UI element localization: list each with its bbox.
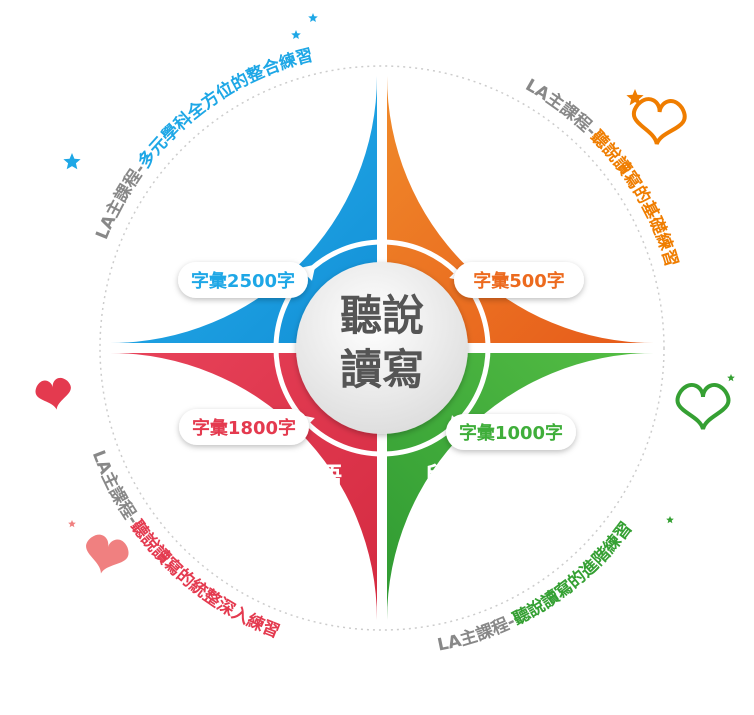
center-line2: 讀寫	[340, 345, 424, 394]
arc-caption-prefix: LA主課程-	[92, 160, 150, 242]
star-icon	[68, 520, 76, 528]
star-icon	[308, 13, 318, 22]
vocab-badge-top-left	[178, 262, 308, 298]
quadrant-level-bottom-right: 進階班	[419, 497, 533, 541]
heart-icon	[35, 377, 71, 410]
cycle-ring	[273, 239, 491, 457]
star-icon	[666, 516, 674, 524]
quadrant-code-bottom-right: Mover	[444, 548, 507, 567]
vocab-badge-top-right	[454, 262, 584, 298]
quadrant-code-top-right: Starter	[442, 220, 514, 239]
center-circle	[296, 262, 468, 434]
center-line1: 聽說	[340, 291, 424, 340]
arc-caption-text: 聽說讀寫的基礎練習	[586, 126, 681, 269]
outer-dotted-ring	[99, 65, 665, 631]
quadrant-code-top-left: PET / KET	[229, 220, 331, 239]
heart-icon	[631, 97, 687, 145]
vocab-badge-text-top-right: 字彙500字	[473, 270, 565, 292]
vocab-badge-bottom-left	[179, 409, 309, 445]
quadrant-level-top-left: 超級班	[223, 165, 337, 209]
arc-caption-prefix: LA主課程-	[436, 612, 519, 656]
vocab-badge-text-bottom-left: 字彙1800字	[192, 417, 296, 439]
quadrant-title-top-left: 兒童英語	[228, 138, 332, 169]
quadrant-title-top-right: 兒童英語	[432, 138, 536, 169]
star-icon	[727, 374, 735, 382]
heart-icon	[675, 383, 731, 430]
quadrant-level-top-right: 基礎班	[427, 165, 541, 209]
vocab-badge-text-top-left: 字彙2500字	[191, 270, 295, 292]
vocab-badge-text-bottom-right: 字彙1000字	[459, 422, 563, 444]
star-icon	[291, 30, 301, 39]
vocab-badge-bottom-right	[446, 414, 576, 450]
star-icon	[63, 153, 81, 170]
quadrant-level-bottom-left: 高階班	[233, 497, 347, 541]
arc-caption-prefix: LA主課程-	[88, 448, 143, 529]
arc-caption-prefix: LA主課程-	[522, 75, 601, 141]
quadrant-code-bottom-left: Flyer	[263, 548, 316, 567]
quadrant-title-bottom-left: 兒童英語	[238, 462, 342, 493]
quadrant-title-bottom-right: 兒童英語	[424, 462, 528, 493]
heart-icon	[86, 534, 129, 574]
